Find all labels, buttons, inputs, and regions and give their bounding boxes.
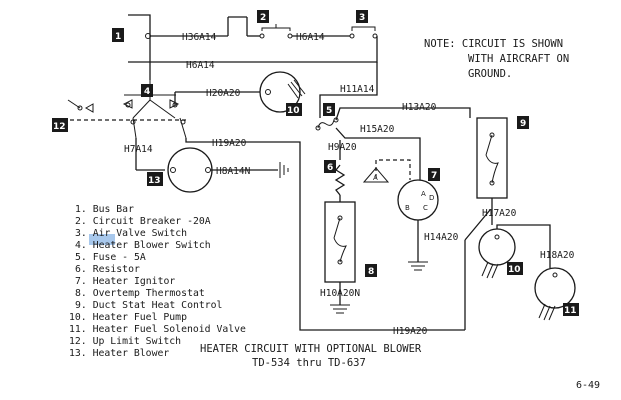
resistor <box>334 164 346 196</box>
heater-fuel-solenoid-valve <box>534 267 576 321</box>
svg-text:11: 11 <box>564 306 577 316</box>
note-line-2: WITH AIRCRAFT ON <box>468 53 569 65</box>
heater-blower-switch <box>122 80 187 139</box>
badge-2: 2 <box>257 10 269 23</box>
svg-text:1: 1 <box>115 32 121 42</box>
label-h19a20-mid: H19A20 <box>212 138 247 149</box>
fuse <box>315 117 339 131</box>
label-h13a20: H13A20 <box>402 102 437 113</box>
overtemp-thermostat <box>324 201 356 283</box>
label-h6a14-long: H6A14 <box>186 60 215 71</box>
svg-text:10: 10 <box>287 106 300 116</box>
badge-11: 11 <box>563 303 579 316</box>
up-limit-switch <box>67 99 186 121</box>
badge-10-solenoid: 10 <box>507 262 523 275</box>
heater-blower <box>167 147 213 193</box>
wire-h19a20 <box>185 138 465 331</box>
svg-text:9: 9 <box>520 119 526 129</box>
label-h18a20: H18A20 <box>540 250 575 261</box>
label-h14a20: H14A20 <box>424 232 459 243</box>
badge-9: 9 <box>517 116 529 129</box>
wire-h18a20 <box>496 224 551 268</box>
legend-item-3: 3. Air Valve Switch <box>75 228 187 239</box>
note-line-3: GROUND. <box>468 68 512 80</box>
fuse-highlight <box>89 234 115 245</box>
ignitor-pin-b: B <box>405 204 410 212</box>
label-h15a20: H15A20 <box>360 124 395 135</box>
label-h8a14n: H8A14N <box>216 166 251 177</box>
label-h6a14-top: H6A14 <box>296 32 325 43</box>
svg-text:7: 7 <box>431 171 437 181</box>
legend-item-6: 6. Resistor <box>75 264 140 275</box>
legend-item-5: 5. Fuse - 5A <box>75 252 146 263</box>
legend-item-7: 7. Heater Ignitor <box>75 276 175 287</box>
wire-h15a20 <box>335 127 421 180</box>
svg-text:10: 10 <box>508 265 521 275</box>
label-h10a20n: H10A20N <box>320 288 360 299</box>
badge-8: 8 <box>365 264 377 277</box>
svg-text:6: 6 <box>327 163 333 173</box>
label-h9a20: H9A20 <box>328 142 357 153</box>
svg-text:12: 12 <box>53 122 66 132</box>
blower-ground <box>279 162 289 178</box>
svg-text:5: 5 <box>326 106 332 116</box>
thermostat-ground <box>330 304 350 314</box>
badge-6: 6 <box>324 160 336 173</box>
page-number: 6-49 <box>576 380 600 391</box>
legend-item-4: 4. Heater Blower Switch <box>75 240 211 251</box>
label-h11a14: H11A14 <box>340 84 375 95</box>
label-h20a20: H20A20 <box>206 88 241 99</box>
caption-subtitle: TD-534 thru TD-637 <box>252 357 366 369</box>
duct-stat-heat-control <box>476 117 508 199</box>
legend-item-12: 12. Up Limit Switch <box>69 336 181 347</box>
legend-item-1: 1. Bus Bar <box>75 204 134 215</box>
badge-10-pump: 10 <box>286 103 302 116</box>
air-valve-switch <box>349 26 378 39</box>
svg-text:13: 13 <box>148 176 161 186</box>
ignitor-ground <box>408 261 428 271</box>
wire-h11a14 <box>319 62 378 118</box>
triangle-label: A <box>373 174 378 182</box>
label-h19a20-bottom: H19A20 <box>393 326 428 337</box>
ignitor-pin-a: A <box>421 190 426 198</box>
badge-12: 12 <box>52 118 68 132</box>
heater-fuel-pump <box>259 71 306 113</box>
svg-text:3: 3 <box>359 13 365 23</box>
legend-item-8: 8. Overtemp Thermostat <box>75 288 205 299</box>
svg-text:4: 4 <box>144 87 150 97</box>
ignitor-pin-d: D <box>429 194 434 202</box>
legend-item-11: 11. Heater Fuel Solenoid Valve <box>69 324 246 335</box>
svg-text:2: 2 <box>260 13 266 23</box>
caption-title: HEATER CIRCUIT WITH OPTIONAL BLOWER <box>200 343 422 355</box>
badge-3: 3 <box>356 10 368 23</box>
wire-h13a20 <box>335 107 471 121</box>
note-line-1: NOTE: CIRCUIT IS SHOWN <box>424 38 563 50</box>
label-h36a14: H36A14 <box>182 32 217 43</box>
svg-text:8: 8 <box>368 267 374 277</box>
legend: 1. Bus Bar 2. Circuit Breaker -20A 3. Ai… <box>69 204 246 359</box>
legend-item-2: 2. Circuit Breaker -20A <box>75 216 211 227</box>
badge-13: 13 <box>147 172 163 186</box>
label-h17a20: H17A20 <box>482 208 517 219</box>
bus-bar <box>128 14 228 63</box>
legend-item-13: 13. Heater Blower <box>69 348 169 359</box>
circuit-breaker <box>259 24 293 39</box>
badge-5: 5 <box>323 103 335 116</box>
badge-7: 7 <box>428 168 440 181</box>
ignitor-pin-c: C <box>423 204 428 212</box>
label-h7a14: H7A14 <box>124 144 153 155</box>
legend-item-10: 10. Heater Fuel Pump <box>69 312 187 323</box>
badge-4: 4 <box>141 84 153 97</box>
badge-1: 1 <box>112 28 124 42</box>
legend-item-9: 9. Duct Stat Heat Control <box>75 300 222 311</box>
